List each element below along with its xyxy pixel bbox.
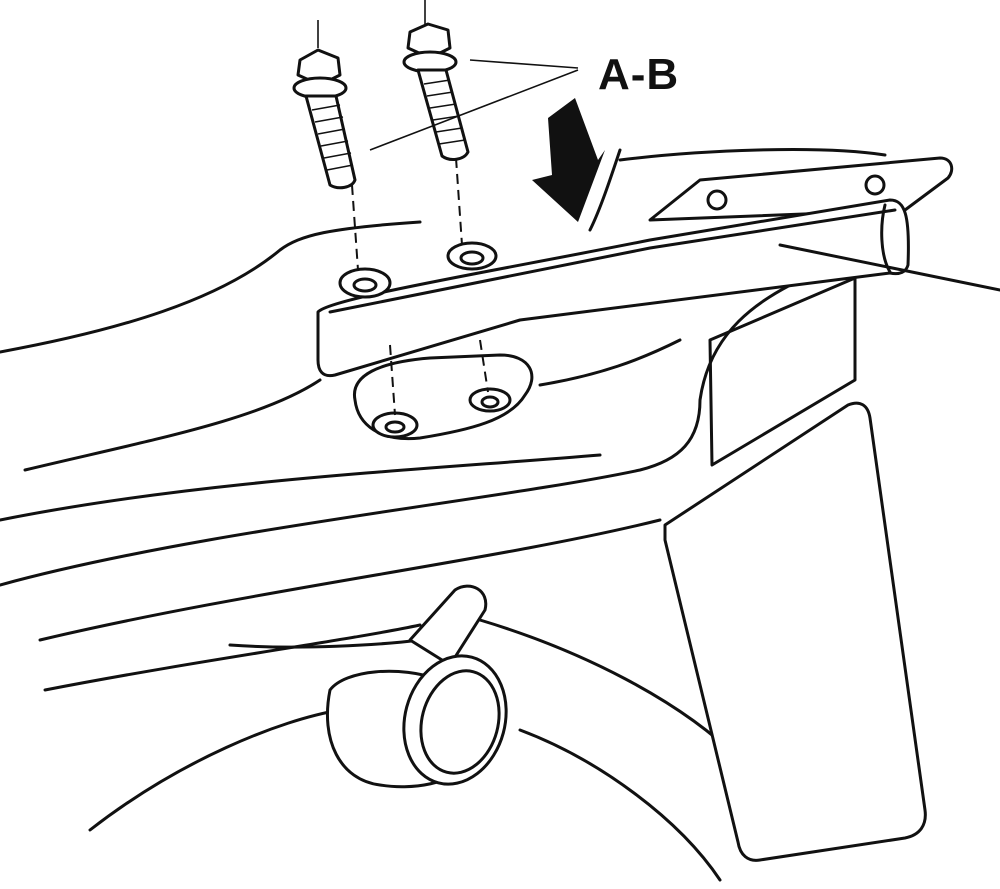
- alignment-lines: [351, 157, 489, 416]
- taillight-mesh: [708, 276, 857, 467]
- license-plate: [663, 401, 927, 862]
- bolt-left: [292, 20, 357, 190]
- mounting-pad: [352, 353, 534, 441]
- bracket-hole-right: [446, 241, 498, 271]
- motorcycle-body-lines: [0, 148, 887, 882]
- rack-bracket: [316, 156, 1000, 378]
- part-label: A-B: [598, 50, 680, 99]
- bracket-hole-left: [338, 267, 392, 299]
- bolt-right: [402, 0, 470, 161]
- turn-signal: [325, 584, 508, 789]
- down-arrow-icon: [532, 98, 605, 222]
- mounting-hole-right: [468, 387, 512, 413]
- leader-lines: [369, 59, 579, 151]
